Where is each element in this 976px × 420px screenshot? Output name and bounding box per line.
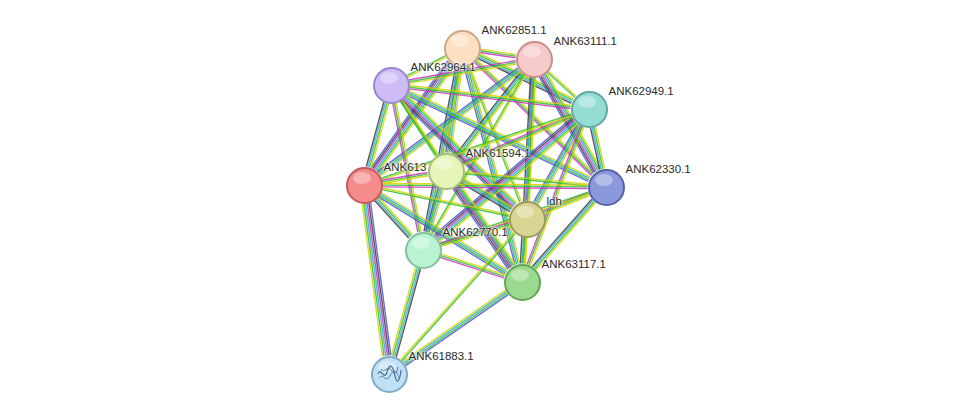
- interaction-edge: [409, 86, 571, 109]
- protein-node: ANK62330.1: [588, 169, 625, 206]
- interaction-edge: [403, 290, 508, 365]
- protein-node: ldh: [509, 201, 546, 238]
- evidence-line: [592, 127, 601, 169]
- evidence-line: [370, 103, 387, 167]
- protein-node: ANK61883.1: [371, 356, 408, 393]
- evidence-line: [382, 116, 572, 180]
- protein-node: ANK61594.1: [428, 153, 465, 190]
- evidence-line: [464, 172, 587, 184]
- evidence-line: [382, 190, 509, 216]
- node-highlight: [451, 35, 469, 47]
- node-highlight: [412, 237, 430, 249]
- evidence-line: [401, 232, 514, 359]
- evidence-line: [382, 172, 428, 180]
- node-label: ANK62949.1: [609, 84, 674, 98]
- node-label: ANK63117.1: [542, 257, 606, 271]
- node-label: ANK62851.1: [482, 23, 547, 37]
- evidence-line: [441, 256, 505, 277]
- node-highlight: [378, 361, 396, 373]
- interaction-edge: [382, 188, 509, 216]
- node-label: ANK613: [384, 160, 427, 174]
- evidence-line: [529, 126, 583, 264]
- evidence-line: [382, 187, 587, 189]
- interaction-edge: [590, 127, 604, 170]
- protein-node: ANK62949.1: [571, 91, 608, 128]
- node-highlight: [511, 269, 529, 281]
- protein-node: ANK613: [346, 167, 383, 204]
- node-highlight: [516, 206, 534, 218]
- node-label: ANK61883.1: [409, 349, 474, 363]
- interaction-edge: [391, 267, 420, 357]
- evidence-line: [371, 104, 388, 168]
- interaction-edge: [366, 102, 388, 168]
- evidence-line: [527, 126, 581, 264]
- protein-node: ANK62964.1: [373, 67, 410, 104]
- evidence-line: [406, 295, 509, 366]
- evidence-line: [441, 194, 589, 245]
- node-label: ANK63111.1: [554, 34, 618, 48]
- evidence-line: [523, 237, 525, 263]
- evidence-line: [366, 102, 383, 166]
- evidence-line: [371, 203, 391, 355]
- interaction-edge: [401, 232, 516, 360]
- protein-node: ANK63111.1: [516, 41, 553, 78]
- evidence-line: [367, 203, 387, 355]
- evidence-line: [381, 114, 571, 178]
- interaction-edge: [375, 197, 413, 238]
- interaction-edge: [523, 237, 527, 263]
- interaction-edge: [440, 192, 589, 245]
- evidence-line: [383, 176, 429, 184]
- evidence-line: [590, 128, 599, 170]
- node-label: ldh: [547, 194, 562, 208]
- interaction-edge: [440, 223, 510, 247]
- protein-node: ANK63117.1: [504, 264, 541, 301]
- evidence-line: [368, 103, 385, 167]
- evidence-line: [391, 267, 415, 355]
- evidence-line: [366, 203, 386, 355]
- evidence-line: [382, 174, 428, 182]
- evidence-line: [440, 223, 509, 243]
- node-highlight: [435, 158, 453, 170]
- interaction-edge: [382, 183, 587, 188]
- evidence-line: [441, 254, 505, 275]
- node-highlight: [353, 172, 371, 184]
- evidence-line: [405, 293, 508, 364]
- node-highlight: [578, 96, 596, 108]
- evidence-line: [404, 292, 507, 363]
- node-highlight: [380, 72, 398, 84]
- node-label: ANK62330.1: [626, 162, 691, 176]
- evidence-line: [441, 224, 510, 244]
- protein-node: ANK62770.1: [405, 232, 442, 269]
- node-label: ANK61594.1: [466, 146, 531, 160]
- node-highlight: [523, 46, 541, 58]
- node-highlight: [595, 174, 613, 186]
- interaction-edge: [440, 254, 505, 278]
- evidence-line: [393, 268, 417, 356]
- node-label: ANK62964.1: [411, 60, 476, 74]
- node-label: ANK62770.1: [443, 225, 508, 239]
- interaction-edge: [362, 203, 391, 356]
- evidence-line: [369, 203, 389, 355]
- evidence-line: [440, 257, 504, 278]
- interaction-edge: [382, 172, 428, 183]
